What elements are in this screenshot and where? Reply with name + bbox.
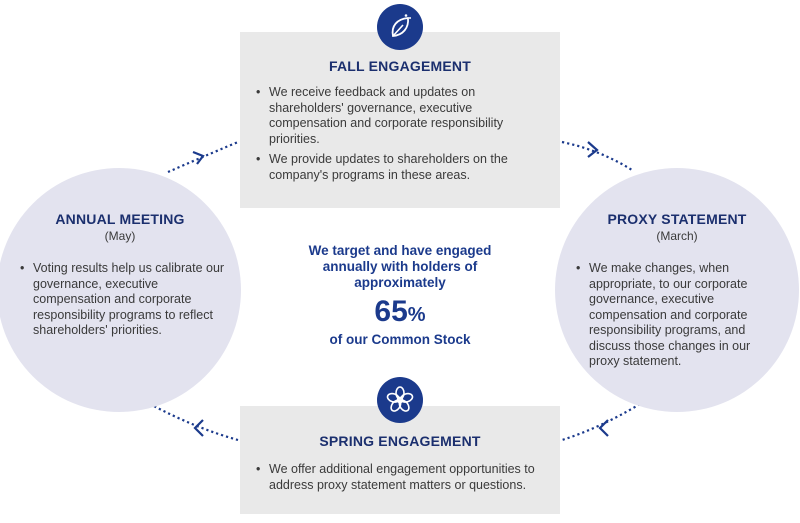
annual-meeting-bullets: Voting results help us calibrate our gov… xyxy=(20,261,225,339)
arrow-spring-to-annual xyxy=(149,403,239,442)
center-line-3: approximately xyxy=(354,275,446,290)
arrowhead-fall-to-proxy xyxy=(587,141,599,158)
proxy-statement-bullets: We make changes, when appropriate, to ou… xyxy=(576,261,782,370)
proxy-statement-title: PROXY STATEMENT xyxy=(607,211,747,227)
center-line-1: We target and have engaged xyxy=(308,243,492,258)
percentage-value: 65% xyxy=(268,295,532,332)
center-line-4: of our Common Stock xyxy=(329,332,471,347)
annual-meeting-subtitle: (May) xyxy=(104,229,136,243)
flower-icon xyxy=(377,377,423,423)
spring-engagement-title: SPRING ENGAGEMENT xyxy=(319,433,481,449)
arrow-proxy-to-spring xyxy=(561,403,641,442)
percentage-sign: % xyxy=(407,304,426,326)
fall-bullet-1: We receive feedback and updates on share… xyxy=(256,85,546,147)
proxy-statement-subtitle: (March) xyxy=(656,229,698,243)
engagement-target-statement: We target and have engaged annually with… xyxy=(268,243,532,348)
arrowhead-spring-to-annual xyxy=(193,419,204,437)
fall-bullet-2: We provide updates to shareholders on th… xyxy=(256,152,546,183)
annual-bullet-1: Voting results help us calibrate our gov… xyxy=(20,261,225,339)
fall-engagement-title: FALL ENGAGEMENT xyxy=(329,58,471,74)
spring-engagement-box xyxy=(240,406,560,514)
spring-bullet-1: We offer additional engagement opportuni… xyxy=(256,462,552,493)
arrowhead-annual-to-fall xyxy=(192,150,205,165)
arrowhead-proxy-to-spring xyxy=(598,419,609,437)
leaf-icon xyxy=(377,4,423,50)
percentage-number: 65 xyxy=(374,295,408,328)
center-line-2: annually with holders of xyxy=(322,259,478,274)
arrow-fall-to-proxy xyxy=(561,140,633,171)
annual-meeting-title: ANNUAL MEETING xyxy=(55,211,185,227)
proxy-bullet-1: We make changes, when appropriate, to ou… xyxy=(576,261,782,370)
spring-engagement-bullets: We offer additional engagement opportuni… xyxy=(256,462,552,493)
fall-engagement-bullets: We receive feedback and updates on share… xyxy=(256,85,546,183)
